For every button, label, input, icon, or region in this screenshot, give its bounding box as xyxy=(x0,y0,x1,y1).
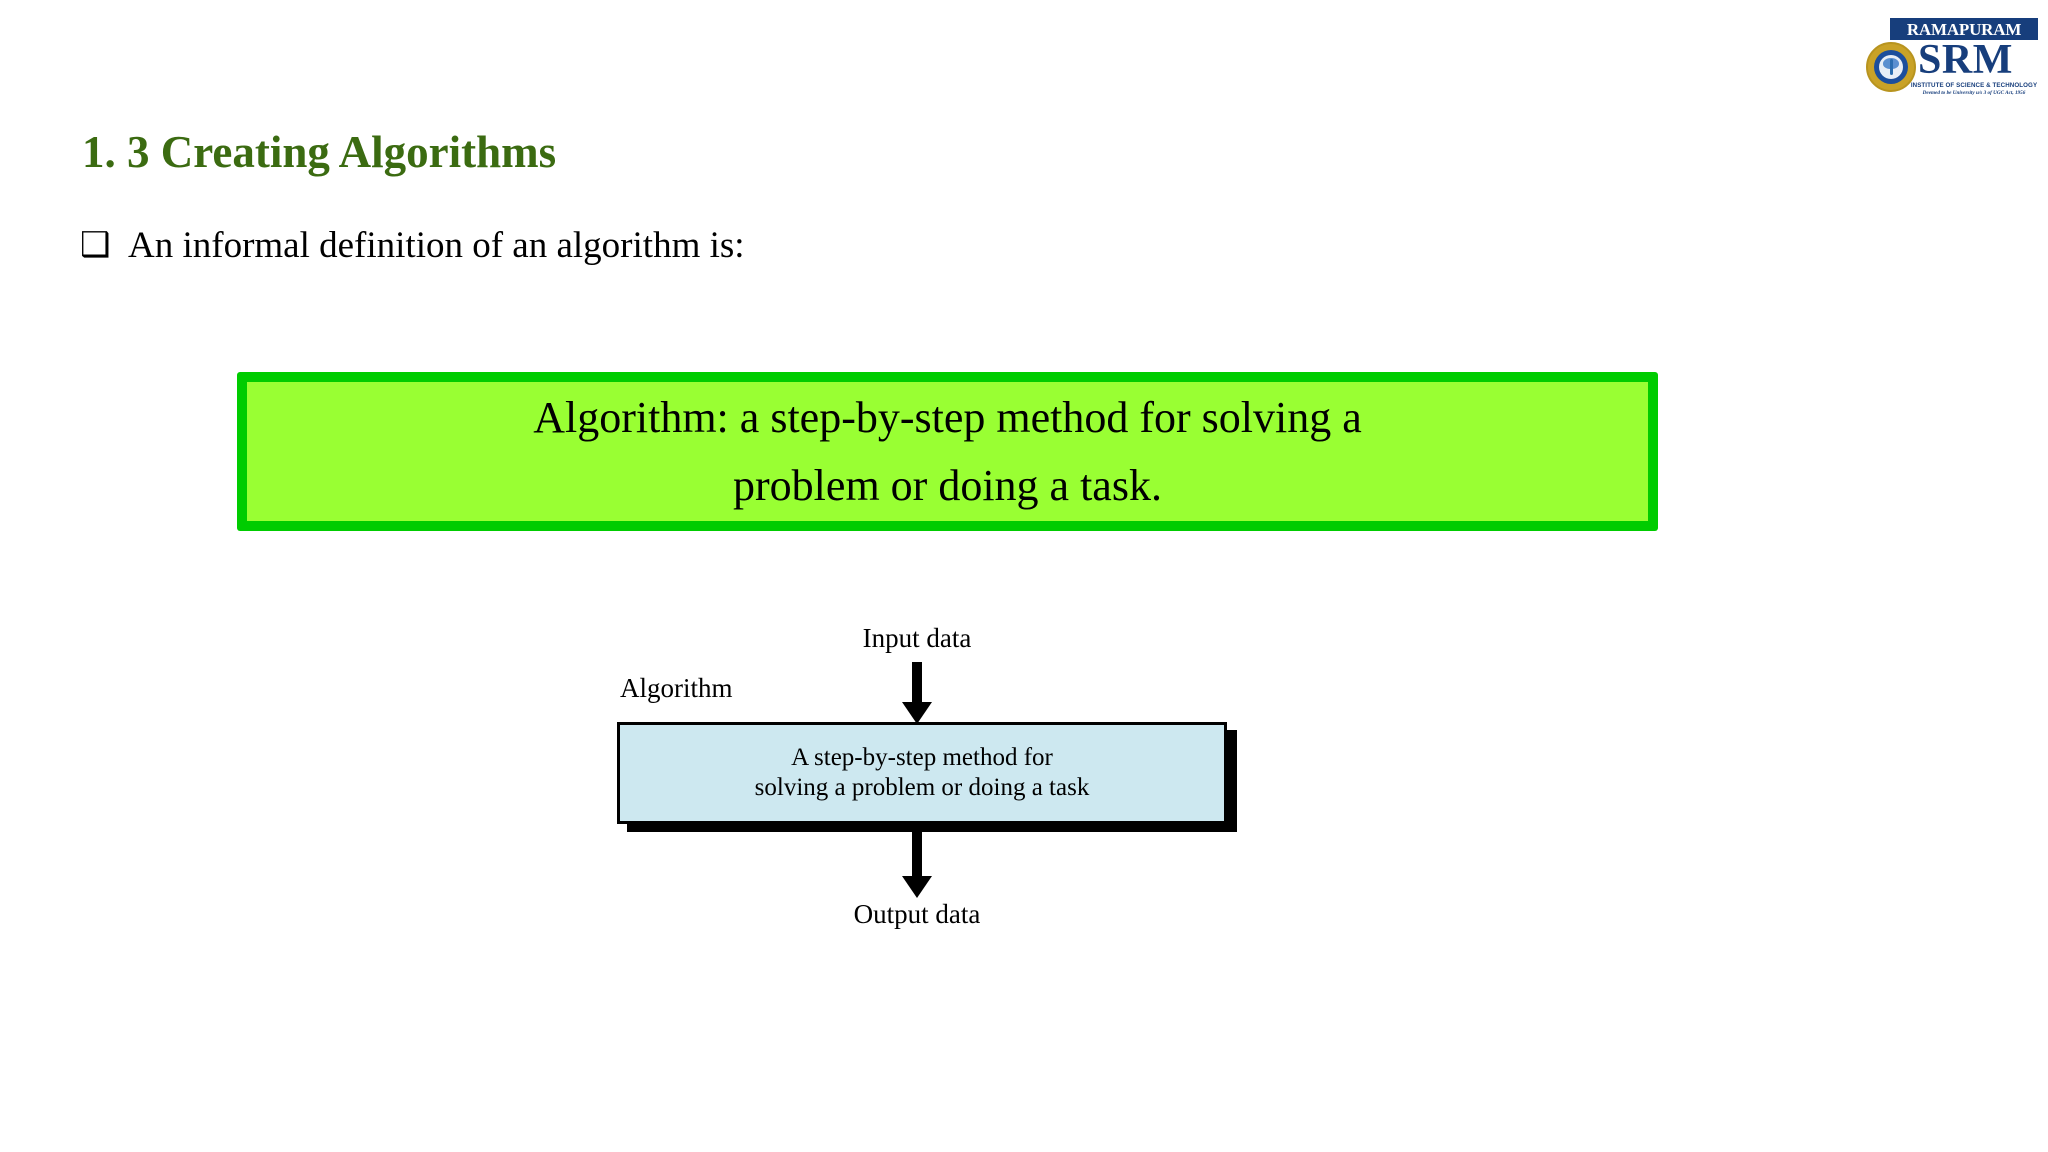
square-bullet-icon: ❑ xyxy=(80,225,111,265)
process-line-2: solving a problem or doing a task xyxy=(754,774,1090,801)
output-data-label: Output data xyxy=(853,899,981,929)
algorithm-flow-diagram: Input data Algorithm A step-by-step meth… xyxy=(600,610,1260,940)
srm-ramapuram-logo: RAMAPURAM SRM INSTITUTE OF SCIENCE & TEC… xyxy=(1862,18,2038,110)
definition-line-1: Algorithm: a step-by-step method for sol… xyxy=(533,392,1362,442)
logo-wordmark: SRM xyxy=(1918,37,2013,83)
definition-line-2: problem or doing a task. xyxy=(733,460,1162,510)
university-seal-icon xyxy=(1866,42,1916,92)
process-box-text: A step-by-step method for solving a prob… xyxy=(755,743,1090,803)
bullet-list-item: ❑ An informal definition of an algorithm… xyxy=(80,222,745,270)
seal-inner-ring xyxy=(1874,50,1908,84)
logo-tagline: INSTITUTE OF SCIENCE & TECHNOLOGY xyxy=(1910,82,2038,89)
down-arrow-icon-input xyxy=(902,662,932,724)
seal-emblem-icon xyxy=(1879,55,1903,79)
logo-banner-text: RAMAPURAM xyxy=(1906,19,2022,39)
definition-text: Algorithm: a step-by-step method for sol… xyxy=(503,384,1392,520)
bullet-item-label: An informal definition of an algorithm i… xyxy=(128,225,745,266)
page-title: 1. 3 Creating Algorithms xyxy=(82,127,557,177)
logo-banner: RAMAPURAM xyxy=(1890,18,2038,40)
down-arrow-icon-output xyxy=(902,832,932,898)
algorithm-label: Algorithm xyxy=(620,673,733,703)
process-line-1: A step-by-step method for xyxy=(791,744,1053,771)
logo-subtagline: Deemed to be University u/s 3 of UGC Act… xyxy=(1922,90,2026,96)
definition-callout-box: Algorithm: a step-by-step method for sol… xyxy=(237,372,1658,531)
input-data-label: Input data xyxy=(862,623,972,653)
process-box: A step-by-step method for solving a prob… xyxy=(617,722,1227,824)
definition-callout-inner: Algorithm: a step-by-step method for sol… xyxy=(247,382,1648,521)
